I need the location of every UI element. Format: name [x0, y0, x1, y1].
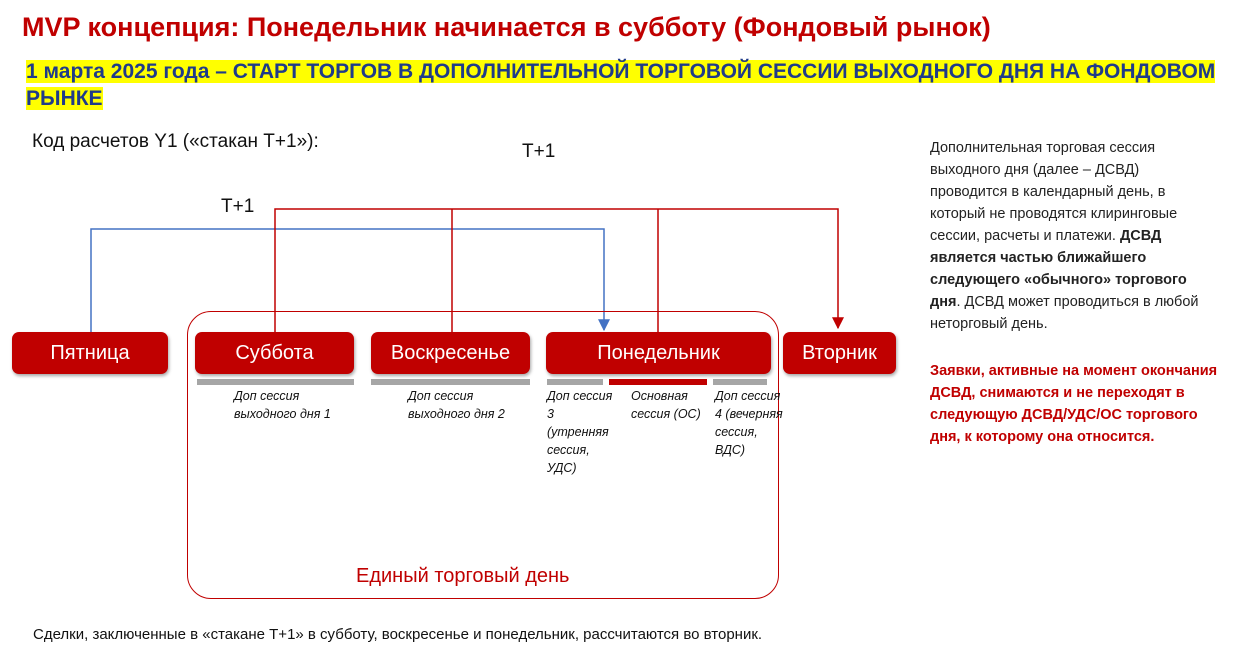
footer-note: Сделки, заключенные в «стакане T+1» в су… — [33, 626, 763, 643]
side-info-text: Дополнительная торговая сессия выходного… — [930, 137, 1220, 335]
side-info-emphasis: ДСВД является частью ближайшего следующе… — [930, 228, 1187, 310]
single-trading-day-label: Единый торговый день — [356, 565, 570, 587]
day-friday: Пятница — [12, 332, 168, 374]
session-label-monday-morning: Доп сессия 3 (утренняя сессия, УДС) — [547, 389, 613, 475]
day-saturday: Суббота — [195, 332, 354, 374]
session-label-saturday: Доп сессия выходного дня 1 — [234, 389, 331, 421]
day-tuesday: Вторник — [783, 332, 896, 374]
side-info-intro: Дополнительная торговая сессия выходного… — [930, 140, 1178, 244]
t1-label-lower: T+1 — [221, 196, 255, 217]
single-trading-day-frame — [187, 311, 779, 599]
slide-subtitle: 1 марта 2025 года – СТАРТ ТОРГОВ В ДОПОЛ… — [26, 58, 1231, 112]
day-monday: Понедельник — [546, 332, 771, 374]
session-label-monday-main: Основная сессия (ОС) — [631, 389, 701, 421]
session-bar-monday-morning — [547, 379, 603, 385]
slide-title: MVP концепция: Понедельник начинается в … — [22, 12, 991, 42]
session-bar-monday-evening — [713, 379, 767, 385]
session-bar-saturday — [197, 379, 354, 385]
side-warning-text: Заявки, активные на момент окончания ДСВ… — [930, 363, 1218, 445]
session-label-monday-evening: Доп сессия 4 (вечерняя сессия, ВДС) — [715, 389, 783, 457]
side-info-tail: . ДСВД может проводиться в любой неторго… — [930, 294, 1199, 332]
t1-label-upper: T+1 — [522, 141, 556, 162]
session-label-sunday: Доп сессия выходного дня 2 — [408, 389, 505, 421]
arrow-saturday-to-tuesday — [274, 208, 844, 332]
day-sunday: Воскресенье — [371, 332, 530, 374]
session-bar-sunday — [371, 379, 530, 385]
settlement-code-label: Код расчетов Y1 («стакан T+1»): — [32, 131, 319, 152]
arrow-friday-to-monday — [90, 228, 610, 332]
session-bar-monday-main — [609, 379, 707, 385]
